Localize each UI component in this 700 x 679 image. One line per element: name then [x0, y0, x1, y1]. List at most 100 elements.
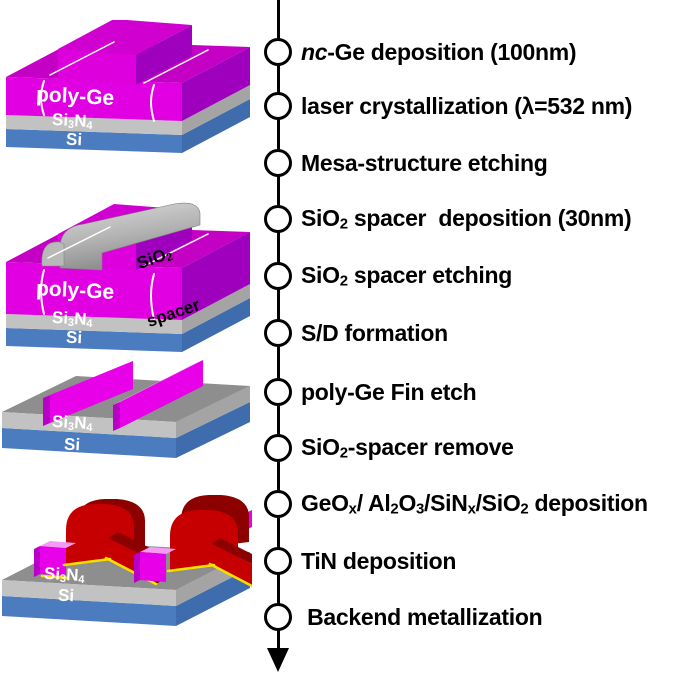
poly-ge-fin-1	[43, 361, 133, 426]
text-segment: nc	[301, 38, 328, 65]
si-substrate	[6, 298, 250, 352]
flow-step-6: S/D formation	[264, 319, 448, 347]
text-segment: SiO	[301, 205, 340, 232]
text-segment: 3	[416, 500, 425, 518]
text-segment: / Al	[356, 490, 391, 517]
flow-step-label: S/D formation	[301, 320, 448, 347]
flow-step-label: Mesa-structure etching	[301, 149, 548, 177]
gate-oxide-lines-2	[166, 562, 252, 588]
text-segment: S/D formation	[301, 319, 448, 346]
flow-node	[264, 319, 292, 347]
flow-step-label: poly-Ge Fin etch	[301, 378, 477, 406]
spacer-remnant-bump	[41, 241, 65, 267]
text-segment: 4	[85, 119, 93, 133]
text-segment: SiO	[301, 434, 340, 461]
text-segment: spacer etching	[347, 262, 512, 289]
flow-step-9: GeOx/ Al2O3/SiNx/SiO2 deposition	[264, 490, 648, 518]
flow-node	[264, 490, 292, 518]
illustration-mesa-structure: poly-Ge Si3N4 Si	[2, 20, 250, 156]
illustration-tin-gated-fins: Si3N4 Si	[0, 494, 252, 636]
poly-ge-label: poly-Ge	[35, 82, 115, 111]
text-segment: deposition	[528, 490, 649, 517]
sio2-spacer-label-line1: SiO2	[104, 234, 206, 287]
text-segment: N	[73, 111, 88, 131]
text-segment: Mesa-structure etching	[301, 149, 548, 176]
flow-arrow-down-icon	[267, 648, 289, 672]
flow-node	[264, 149, 292, 177]
text-segment: laser crystallization (λ=532 nm)	[301, 92, 633, 119]
flow-step-8: SiO2-spacer remove	[264, 434, 514, 462]
grain-boundary-lines	[40, 226, 209, 321]
si-label: Si	[63, 434, 81, 455]
text-segment: /SiN	[424, 490, 468, 517]
flow-step-label: TiN deposition	[301, 548, 456, 575]
flow-node	[264, 92, 292, 120]
mesa-block	[58, 20, 192, 85]
text-segment: x	[467, 500, 476, 518]
text-segment: -Ge deposition (100nm)	[327, 38, 577, 65]
si3n4-layer	[6, 85, 250, 135]
text-segment: x	[348, 500, 357, 518]
text-segment: SiO	[134, 245, 169, 273]
si-label: Si	[65, 327, 83, 348]
mesa-structure-drawing	[6, 20, 250, 153]
illustration-poly-ge-fins: Si3N4 Si	[0, 356, 252, 478]
gated-fins-drawing	[2, 495, 252, 626]
poly-ge-fin-2	[113, 360, 203, 431]
fins-drawing	[2, 360, 250, 458]
flow-step-10: TiN deposition	[264, 547, 456, 575]
flow-step-5: SiO2 spacer etching	[264, 262, 512, 290]
text-segment: 2	[339, 215, 348, 233]
text-segment: /SiO	[475, 490, 521, 517]
text-segment: SiO	[301, 262, 340, 289]
text-segment: N	[73, 309, 88, 329]
flow-step-label: Backend metallization	[301, 604, 543, 631]
flow-node	[264, 262, 292, 290]
text-segment: 4	[77, 573, 85, 587]
text-segment: 2	[339, 272, 348, 290]
text-segment: 4	[85, 421, 93, 435]
text-segment: -spacer remove	[347, 434, 514, 461]
si-label: Si	[65, 129, 83, 150]
text-segment: Si	[51, 307, 69, 328]
si3n4-label: Si3N4	[43, 563, 86, 587]
flow-step-label: SiO2 spacer etching	[301, 262, 512, 290]
text-segment: TiN deposition	[301, 547, 457, 574]
fin-segment-front-2	[134, 547, 176, 583]
fin-segment-front-1	[34, 541, 76, 577]
flow-node	[264, 603, 292, 631]
text-segment: GeO	[301, 490, 349, 517]
flow-node	[264, 378, 292, 406]
flow-node	[264, 547, 292, 575]
tin-gate-slab-2	[212, 538, 252, 586]
sio2-spacer-body	[41, 202, 201, 271]
text-segment: poly-Ge Fin etch	[301, 378, 477, 405]
flow-step-7: poly-Ge Fin etch	[264, 378, 477, 406]
text-segment: N	[65, 565, 80, 585]
text-segment: 2	[339, 444, 348, 462]
sio2-spacer-label-line2: spacer	[144, 295, 203, 331]
flow-step-label: SiO2 spacer deposition (30nm)	[301, 205, 632, 233]
si-label: Si	[57, 585, 75, 606]
flow-step-1: nc-Ge deposition (100nm)	[264, 38, 577, 66]
text-segment: N	[73, 413, 88, 433]
text-segment: 2	[390, 500, 399, 518]
flow-step-2: laser crystallization (λ=532 nm)	[264, 92, 632, 120]
flow-step-3: Mesa-structure etching	[264, 149, 548, 177]
illustration-sio2-spacer: SiO2 spacer poly-Ge Si3N4 Si	[2, 196, 250, 358]
flow-step-label: laser crystallization (λ=532 nm)	[301, 93, 632, 120]
text-segment: Si	[43, 563, 61, 584]
si3n4-layer	[6, 284, 250, 334]
text-segment: spacer deposition (30nm)	[347, 205, 632, 232]
si3n4-label: Si3N4	[52, 412, 94, 435]
grain-boundary-lines	[40, 41, 209, 122]
text-segment: O	[398, 490, 417, 517]
flow-node	[264, 434, 292, 462]
poly-ge-label: poly-Ge	[35, 276, 115, 305]
text-segment: 2	[520, 500, 529, 518]
flow-step-label: nc-Ge deposition (100nm)	[301, 38, 577, 66]
flow-step-4: SiO2 spacer deposition (30nm)	[264, 205, 632, 233]
flow-step-label: SiO2-spacer remove	[301, 434, 514, 462]
si-substrate	[6, 99, 250, 153]
flow-step-label: GeOx/ Al2O3/SiNx/SiO2 deposition	[301, 490, 648, 518]
